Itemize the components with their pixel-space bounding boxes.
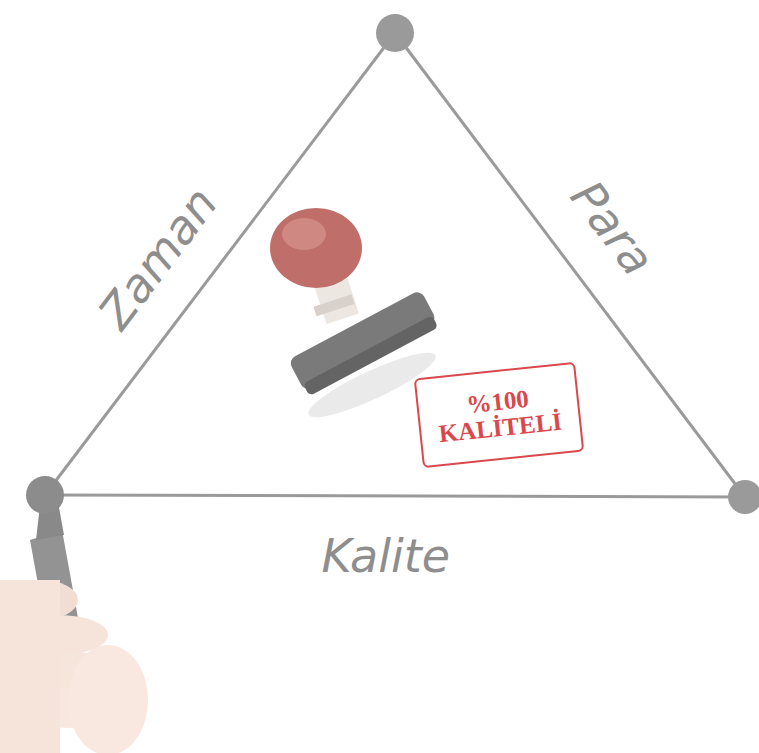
stamp-ring [313,294,354,316]
side-label: Kalite [322,533,451,579]
vertex-dot [728,480,759,514]
side-label: Zaman [91,180,225,337]
stamp-highlight [282,218,326,250]
palm [0,580,60,753]
triangle-side [45,495,745,497]
stamp-base [288,289,437,391]
hand-illustration [0,502,148,753]
palm [68,645,148,753]
triangle-side [395,33,745,497]
stamp-text: %100 KALİTELİ [418,381,581,450]
stamp-handle [270,208,362,288]
vertex-dot [26,476,64,514]
stamp-impression: %100 KALİTELİ [414,362,585,468]
triangle-side [45,33,395,495]
side-label: Para [563,173,662,283]
vertex-dot [376,14,414,52]
triangle [26,14,759,514]
